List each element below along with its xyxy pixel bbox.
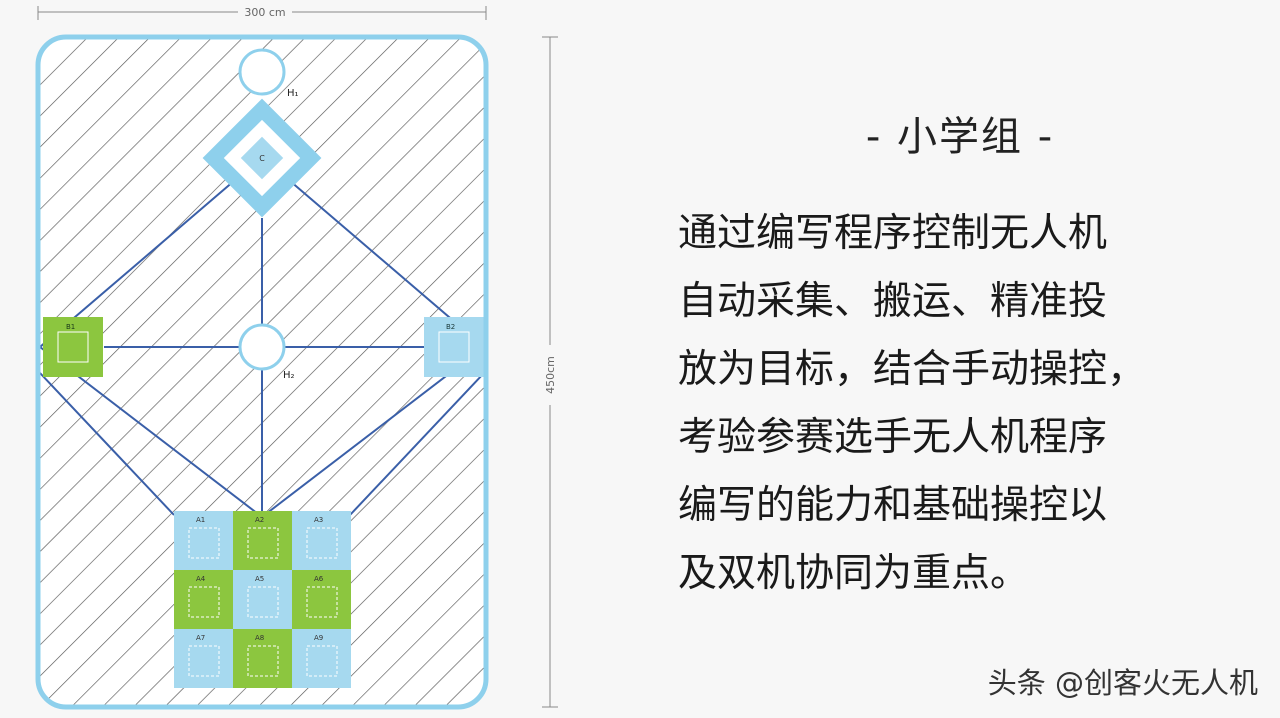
section-heading: - 小学组 -: [865, 114, 1055, 160]
description-line: 自动采集、搬运、精准投: [678, 279, 1108, 324]
grid-cell-a9: [292, 629, 351, 688]
grid-cell-target-box: [247, 645, 279, 677]
description: 通过编写程序控制无人机 自动采集、搬运、精准投 放为目标，结合手动操控， 考验参…: [678, 200, 1198, 608]
helipad-h2-label: H₂: [283, 370, 295, 381]
helipad-h1-circle: [238, 48, 286, 96]
grid-cell-label: A7: [196, 634, 205, 642]
grid-cell-target-box: [306, 527, 338, 559]
field-border: [35, 34, 489, 710]
grid-cell-a3: [292, 511, 351, 570]
description-line: 放为目标，结合手动操控，: [678, 347, 1147, 392]
target-c-label: C: [259, 154, 265, 163]
grid-cell-label: A1: [196, 516, 205, 524]
grid-cell-label: A8: [255, 634, 264, 642]
grid-cell-label: A2: [255, 516, 264, 524]
description-line: 考验参赛选手无人机程序: [678, 415, 1108, 460]
description-line: 通过编写程序控制无人机: [678, 211, 1108, 256]
grid-cell-target-box: [247, 527, 279, 559]
grid-cell-target-box: [188, 586, 220, 618]
grid-cell-a7: [174, 629, 233, 688]
zone-b1: [43, 317, 103, 377]
description-line: 编写的能力和基础操控以: [678, 483, 1108, 528]
target-c-diamond: [202, 98, 322, 218]
description-line: 及双机协同为重点。: [678, 551, 1030, 596]
grid-cell-label: A3: [314, 516, 323, 524]
grid-cell-a8: [233, 629, 292, 688]
zone-b2-label: B2: [446, 323, 455, 331]
grid-cell-target-box: [188, 645, 220, 677]
grid-cell-a1: [174, 511, 233, 570]
zone-b1-label: B1: [66, 323, 75, 331]
grid-cell-a4: [174, 570, 233, 629]
grid-cell-target-box: [306, 645, 338, 677]
grid-cell-target-box: [188, 527, 220, 559]
grid-cell-label: A9: [314, 634, 323, 642]
grid-cell-a5: [233, 570, 292, 629]
grid-cell-label: A6: [314, 575, 324, 583]
width-dimension-label: 300 cm: [244, 6, 285, 19]
grid-cell-target-box: [247, 586, 279, 618]
watermark: 头条 @创客火无人机: [987, 666, 1258, 700]
height-dimension-label: 450cm: [544, 356, 557, 394]
zone-b2: [424, 317, 484, 377]
helipad-h2-circle: [238, 323, 286, 371]
text-panel: - 小学组 - 通过编写程序控制无人机 自动采集、搬运、精准投 放为目标，结合手…: [640, 0, 1280, 718]
grid-cell-label: A4: [196, 575, 206, 583]
grid-cell-a6: [292, 570, 351, 629]
grid-cell-label: A5: [255, 575, 264, 583]
grid-cell-target-box: [306, 586, 338, 618]
helipad-h1-label: H₁: [287, 88, 299, 99]
grid-cell-a2: [233, 511, 292, 570]
